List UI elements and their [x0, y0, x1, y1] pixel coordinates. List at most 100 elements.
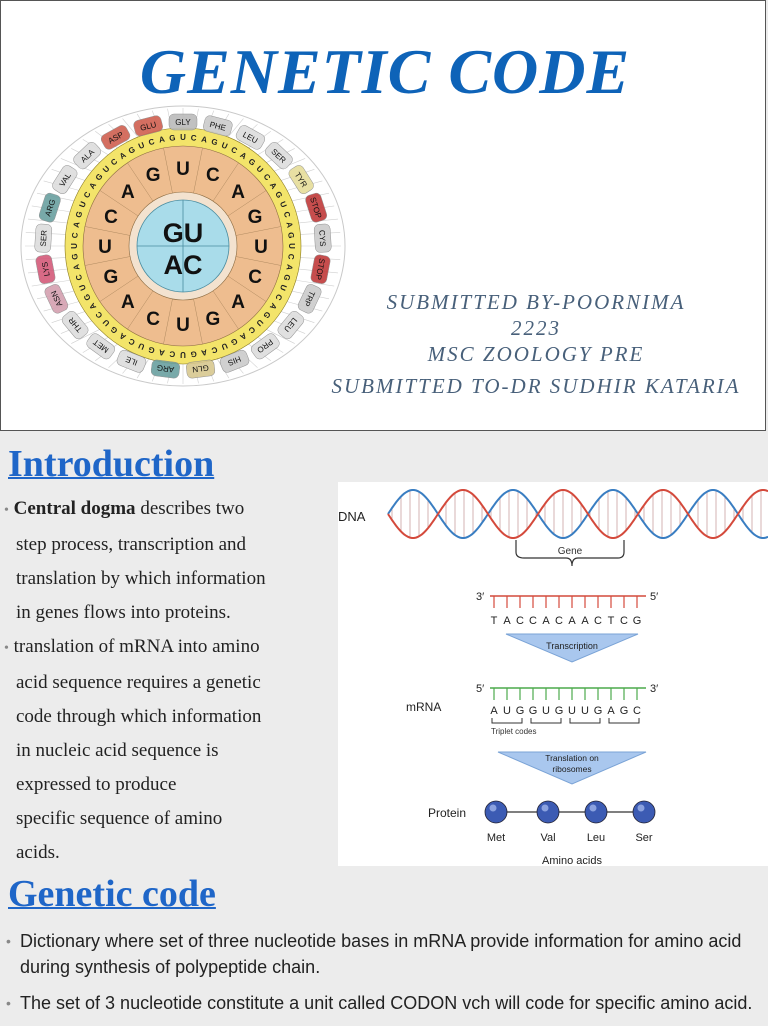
- amino-tag: GLY: [168, 113, 198, 131]
- bullet-text: The set of 3 nucleotide constitute a uni…: [20, 993, 753, 1013]
- intro-bullet-2: • translation of mRNA into amino: [4, 630, 324, 666]
- gene-label: Gene: [558, 546, 583, 557]
- ring-outer-letter: C: [190, 133, 197, 143]
- ring-outer-letter: U: [180, 133, 186, 142]
- ring-outer-letter: U: [278, 200, 289, 209]
- ring-outer-letter: U: [287, 243, 296, 249]
- ring-outer-letter: C: [82, 190, 93, 200]
- amino-tag-label: LYS: [40, 261, 52, 277]
- amino-bead: Ser: [632, 800, 656, 844]
- ring-outer-letter: C: [262, 172, 273, 182]
- amino-tag: THR: [61, 310, 89, 340]
- intro-line: step process, transcription and: [16, 534, 247, 555]
- mrna-3-prime: 3′: [650, 683, 658, 695]
- slide-title: GENETIC CODE: [139, 36, 631, 107]
- genetic-code-list: • Dictionary where set of three nucleoti…: [6, 928, 758, 1026]
- mrna-base: U: [568, 705, 576, 717]
- amino-bead-label: Val: [540, 832, 555, 844]
- amino-tag: ARG: [38, 192, 61, 223]
- ring-outer-letter: U: [220, 341, 229, 352]
- intro-line: in nucleic acid sequence is: [16, 740, 219, 761]
- mrna-base: U: [542, 705, 550, 717]
- amino-acids-caption: Amino acids: [542, 855, 602, 866]
- amino-tag-label: GLY: [175, 118, 191, 127]
- mrna-base: G: [555, 705, 564, 717]
- intro-line: translation by which information: [16, 568, 266, 589]
- amino-tag: SER: [34, 223, 53, 253]
- amino-bead: Leu: [584, 800, 608, 844]
- dna-base: G: [633, 615, 642, 627]
- ring-outer-letter: A: [158, 135, 166, 145]
- ring-outer-letter: U: [101, 164, 112, 175]
- dna-base: C: [555, 615, 563, 627]
- ring-outer-letter: G: [247, 157, 258, 168]
- ring-outer-letter: G: [127, 145, 137, 156]
- ring-outer-letter: G: [169, 133, 176, 143]
- bullet-icon: •: [6, 933, 11, 949]
- amino-tag-label: ILE: [124, 354, 138, 367]
- ring-letter: G: [248, 207, 263, 228]
- ring-dividers: [84, 147, 282, 345]
- ring-outer-letter: A: [87, 181, 98, 191]
- amino-tag: LYS: [35, 254, 56, 284]
- gene-bracket: [515, 540, 625, 567]
- ring-letter: G: [104, 267, 119, 288]
- amino-bead-label: Ser: [635, 832, 652, 844]
- triplet-brackets: [491, 718, 640, 724]
- dna-label: DNA: [338, 509, 366, 524]
- ring-outer-letter: G: [210, 137, 219, 147]
- bullet-icon: •: [4, 503, 9, 518]
- ring-letter: C: [146, 309, 160, 330]
- translation-label-1: Translation on: [545, 753, 599, 763]
- dna-5-prime: 5′: [650, 591, 658, 603]
- introduction-heading: Introduction: [8, 443, 215, 485]
- amino-tag: STOP: [310, 254, 331, 284]
- amino-tag: MET: [86, 333, 116, 360]
- mrna-base: G: [516, 705, 525, 717]
- protein-label: Protein: [428, 806, 466, 820]
- ring-letter: U: [176, 159, 190, 180]
- mrna-base: G: [529, 705, 538, 717]
- mrna-base: A: [490, 705, 498, 717]
- amino-bead: Val: [536, 800, 560, 844]
- dna-base: C: [529, 615, 537, 627]
- intro-line: code through which information: [16, 706, 262, 727]
- amino-bead: Met: [484, 800, 508, 844]
- mrna-5-prime: 5′: [476, 683, 484, 695]
- ring-outer-letter: U: [180, 350, 186, 359]
- ring-outer-letter: C: [74, 273, 84, 281]
- dna-3-prime: 3′: [476, 591, 484, 603]
- amino-tag: ILE: [116, 349, 147, 373]
- ring-outer-letter: U: [278, 283, 289, 292]
- ring-outer-letter: G: [94, 172, 105, 183]
- ring-letter: U: [176, 315, 190, 336]
- ring-letter: C: [104, 207, 118, 228]
- ring-letter: A: [121, 182, 135, 203]
- mrna-base: U: [503, 705, 511, 717]
- ring-outer-letter: G: [82, 292, 93, 302]
- ring-outer-letter: G: [261, 310, 272, 321]
- ring-letter: A: [121, 292, 135, 313]
- ring-outer-letter: G: [70, 253, 80, 260]
- central-dogma-term: Central dogma: [13, 498, 136, 519]
- amino-tag-label: PHE: [209, 120, 227, 133]
- ring-outer-letter: U: [137, 341, 146, 352]
- ring-letter: A: [231, 292, 245, 313]
- ring-outer-letter: U: [77, 200, 88, 209]
- ring-outer-letter: G: [74, 210, 84, 219]
- submitted-by: SUBMITTED BY-POORNIMA: [386, 290, 686, 314]
- dna-strand-ticks: [493, 596, 638, 608]
- mrna-base: U: [581, 705, 589, 717]
- bullet-text: Dictionary where set of three nucleotide…: [20, 931, 742, 977]
- ring-outer-letter: C: [109, 157, 119, 168]
- ring-letter: C: [248, 267, 262, 288]
- amino-bead-label: Leu: [587, 832, 605, 844]
- ring-letter: U: [254, 237, 268, 258]
- intro-line: acids.: [16, 842, 60, 863]
- ring-outer-letter: C: [247, 325, 257, 336]
- amino-tag: GLU: [133, 115, 163, 137]
